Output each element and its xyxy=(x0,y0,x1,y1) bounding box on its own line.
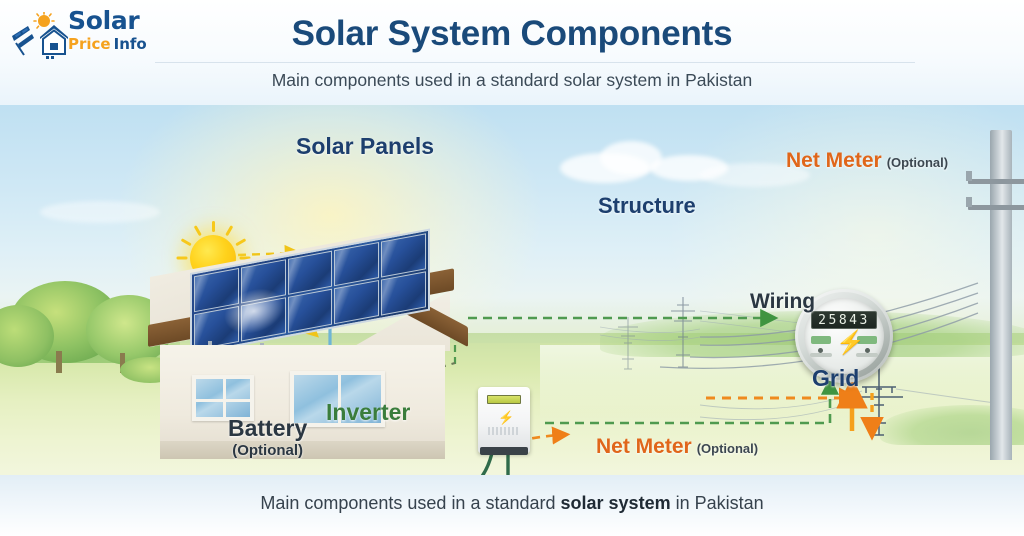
window-right xyxy=(290,371,385,427)
inverter-base xyxy=(480,447,528,455)
utility-pole-crossarm xyxy=(968,179,1024,184)
pv-cell xyxy=(194,305,239,351)
pv-cell xyxy=(240,259,286,304)
label-battery: Battery (Optional) xyxy=(228,415,308,459)
brand-name-price: Price xyxy=(68,35,111,53)
pv-cell xyxy=(240,297,286,342)
meter-flow-arrows xyxy=(836,377,884,441)
cloud xyxy=(650,155,728,181)
pv-cell xyxy=(381,233,426,278)
footer-text-after: in Pakistan xyxy=(670,493,764,513)
utility-pole-crossarm xyxy=(968,205,1024,210)
optional-tag: (Optional) xyxy=(886,155,949,170)
house-foundation xyxy=(160,441,445,459)
label-solar-panels: Solar Panels xyxy=(296,133,435,159)
transmission-tower xyxy=(671,297,695,368)
grid-tower-lines xyxy=(699,388,1011,421)
cloud xyxy=(700,163,810,187)
inverter-conduit xyxy=(480,452,510,475)
inverter-unit: ⚡ xyxy=(478,387,530,455)
brand-name-solar: Solar xyxy=(68,6,140,35)
net-meter-reading: 25843 xyxy=(811,311,877,329)
label-structure: Structure xyxy=(598,193,696,218)
house xyxy=(148,228,468,468)
inverter-vents xyxy=(488,427,520,435)
footer-caption: Main components used in a standard solar… xyxy=(0,493,1024,514)
window-left xyxy=(192,375,254,421)
label-net-meter-top: Net Meter(Optional) xyxy=(786,149,949,172)
footer: Main components used in a standard solar… xyxy=(0,475,1024,536)
solar-panel-house-sun-logo-icon xyxy=(12,12,68,59)
net-meter-device: 25843 ⚡ xyxy=(795,289,893,383)
label-grid: Grid xyxy=(812,365,860,391)
pv-cell xyxy=(381,271,426,316)
tree-trunk xyxy=(56,351,62,373)
page-subtitle: Main components used in a standard solar… xyxy=(271,70,753,90)
header-divider xyxy=(155,62,915,63)
illustration-scene: ⚡ ⚡ xyxy=(0,105,1024,475)
pv-cell xyxy=(334,279,380,325)
pv-cell xyxy=(334,241,380,287)
footer-text-before: Main components used in a standard xyxy=(260,493,561,513)
label-net-meter-bottom: Net Meter(Optional) xyxy=(596,435,759,458)
label-wiring: Wiring xyxy=(750,290,816,313)
footer-text-bold: solar system xyxy=(560,493,671,513)
brand-name-info: Info xyxy=(113,35,147,53)
utility-pole-insulator xyxy=(966,171,972,181)
wiring-arrow xyxy=(545,376,840,425)
pv-cell xyxy=(287,288,333,333)
transmission-tower xyxy=(618,317,638,370)
lightning-bolt-icon: ⚡ xyxy=(498,410,515,425)
pv-cell xyxy=(194,267,239,313)
cloud xyxy=(40,201,160,223)
utility-pole-insulator xyxy=(966,197,972,207)
pv-cell xyxy=(287,250,333,295)
page-title: Solar System Components xyxy=(291,14,733,53)
inverter-display xyxy=(487,395,521,404)
label-inverter: Inverter xyxy=(326,399,411,425)
optional-tag: (Optional) xyxy=(232,442,304,459)
lightning-bolt-icon: ⚡ xyxy=(836,329,865,355)
utility-pole xyxy=(990,130,1012,460)
optional-tag: (Optional) xyxy=(696,441,759,456)
